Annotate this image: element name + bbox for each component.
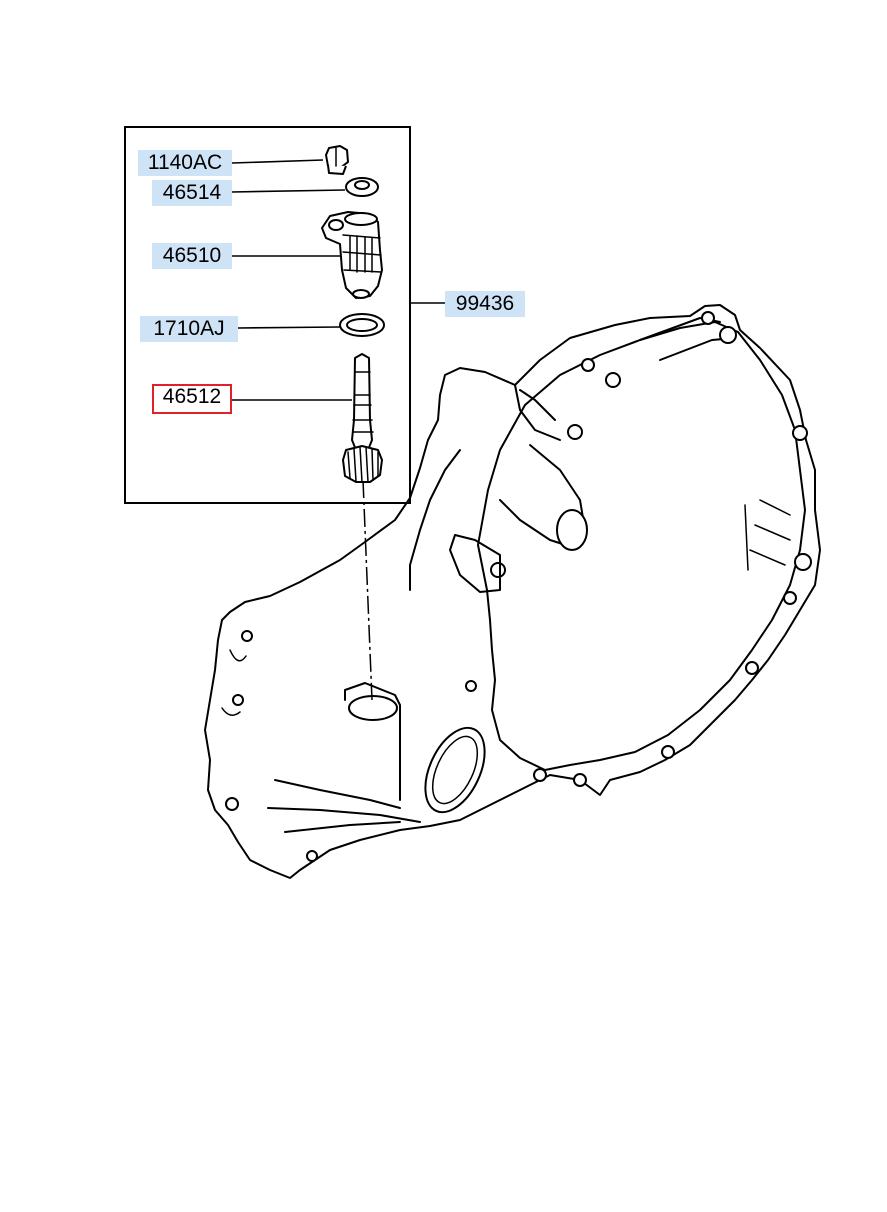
sleeve-part[interactable] <box>321 211 383 299</box>
callout-46514[interactable]: 46514 <box>152 180 232 206</box>
transmission-case <box>204 304 821 879</box>
assembly-frame <box>124 126 411 504</box>
callout-1710aj[interactable]: 1710AJ <box>140 316 238 342</box>
leader-1710aj <box>237 326 341 329</box>
callout-46512[interactable]: 46512 <box>152 384 232 414</box>
o-ring-part[interactable] <box>339 313 385 337</box>
callout-46510[interactable]: 46510 <box>152 243 232 269</box>
callout-1140ac[interactable]: 1140AC <box>138 150 232 176</box>
leader-46514 <box>231 189 346 193</box>
washer-part[interactable] <box>345 177 379 197</box>
callout-99436[interactable]: 99436 <box>445 291 525 317</box>
leader-1140ac <box>231 159 324 164</box>
assembly-axis-line <box>362 479 373 701</box>
driven-gear-part[interactable] <box>342 353 383 483</box>
bolt-part[interactable] <box>325 145 349 175</box>
